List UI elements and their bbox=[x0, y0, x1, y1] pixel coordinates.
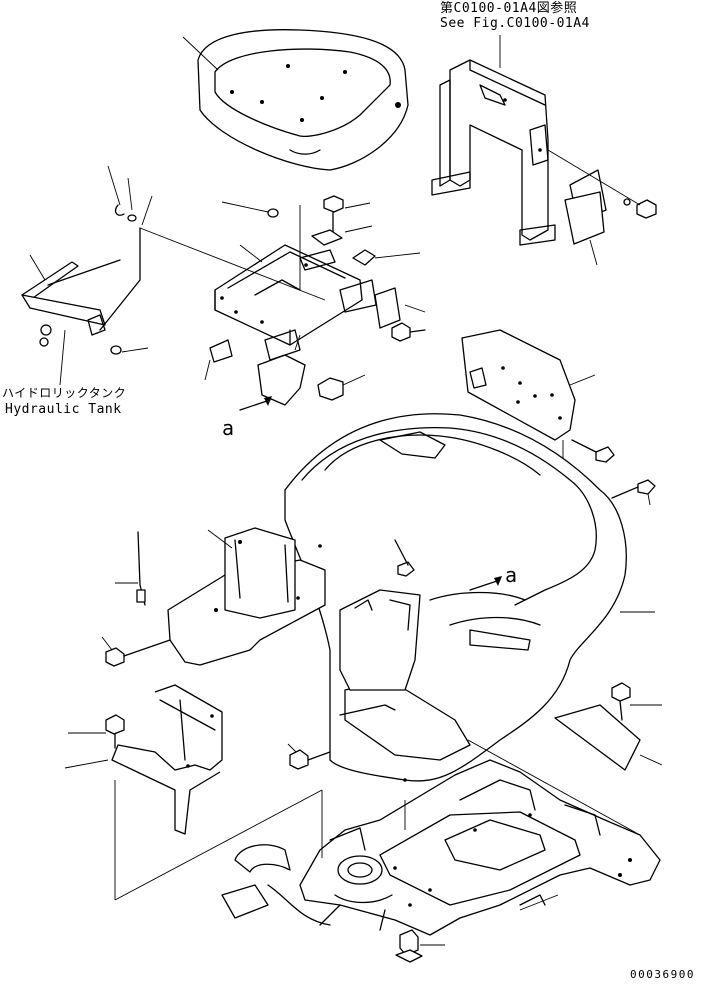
seat-cushion bbox=[197, 29, 409, 171]
seat-bracket bbox=[431, 59, 556, 246]
leader-line bbox=[64, 759, 109, 769]
pin bbox=[209, 339, 233, 363]
leader-line bbox=[589, 239, 598, 266]
leader-line bbox=[29, 254, 46, 281]
side-plate bbox=[564, 169, 607, 245]
view-arrow-label-right: a bbox=[505, 563, 518, 587]
cable bbox=[99, 227, 141, 331]
leader-line bbox=[127, 177, 133, 211]
bolt bbox=[105, 714, 125, 749]
leader-line bbox=[519, 894, 559, 911]
bolt bbox=[571, 439, 615, 463]
floor-plate-right bbox=[554, 704, 641, 771]
leader-line bbox=[547, 149, 641, 206]
leader-line bbox=[287, 743, 297, 753]
plate bbox=[311, 229, 343, 246]
side-console-cover bbox=[167, 527, 326, 666]
rear-cover-plate bbox=[461, 329, 576, 441]
leader-line bbox=[121, 347, 149, 353]
leader-line bbox=[467, 739, 641, 836]
bolt bbox=[105, 639, 171, 667]
leader-line bbox=[569, 374, 596, 386]
hydraulic-tank-stay bbox=[21, 259, 121, 347]
see-figure-reference-en: See Fig.C0100-01A4 bbox=[440, 16, 590, 31]
leader-line bbox=[182, 36, 219, 71]
bolt bbox=[611, 479, 656, 499]
bolt bbox=[317, 377, 344, 401]
clip bbox=[110, 204, 137, 355]
view-arrow-label-left: a bbox=[222, 416, 235, 440]
leader-line bbox=[221, 201, 269, 213]
lever-bracket bbox=[257, 329, 306, 406]
bolt bbox=[289, 749, 331, 770]
drawing-number: 00036900 bbox=[630, 968, 695, 981]
leader-line bbox=[207, 529, 233, 549]
bolt bbox=[395, 929, 423, 963]
washer bbox=[267, 208, 279, 218]
view-arrow bbox=[469, 576, 502, 591]
bolt bbox=[323, 195, 344, 233]
battery-bracket bbox=[111, 684, 223, 835]
leader-line bbox=[204, 359, 211, 381]
leader-line bbox=[404, 304, 426, 313]
bolt bbox=[391, 322, 426, 342]
seat-stand bbox=[214, 244, 401, 346]
leader-line bbox=[374, 252, 421, 259]
leader-line bbox=[647, 493, 651, 506]
handrail-bracket bbox=[221, 844, 331, 926]
leader-line bbox=[294, 334, 301, 351]
leader-line bbox=[107, 165, 121, 206]
leader-line bbox=[59, 329, 66, 386]
leader-line bbox=[101, 636, 113, 651]
leader-line bbox=[141, 195, 153, 226]
view-arrow bbox=[239, 396, 272, 411]
lock-lever bbox=[136, 531, 146, 606]
inner-floor-cover bbox=[339, 589, 421, 691]
bolt bbox=[623, 198, 657, 219]
hydraulic-tank-label-en: Hydraulic Tank bbox=[5, 402, 122, 417]
leader-line bbox=[239, 244, 263, 263]
leader-line bbox=[114, 789, 323, 901]
see-figure-reference-jp: 第C0100-01A4図参照 bbox=[440, 1, 578, 16]
bolt bbox=[611, 682, 631, 721]
bolt bbox=[352, 249, 376, 266]
leader-line bbox=[139, 227, 326, 301]
leader-line bbox=[639, 754, 663, 766]
leader-line bbox=[344, 202, 371, 209]
leader-line bbox=[344, 225, 373, 233]
revolving-frame bbox=[299, 759, 661, 936]
hydraulic-tank-label-jp: ハイドロリックタンク bbox=[2, 386, 127, 400]
bolt bbox=[394, 539, 415, 577]
leader-line bbox=[342, 374, 366, 386]
